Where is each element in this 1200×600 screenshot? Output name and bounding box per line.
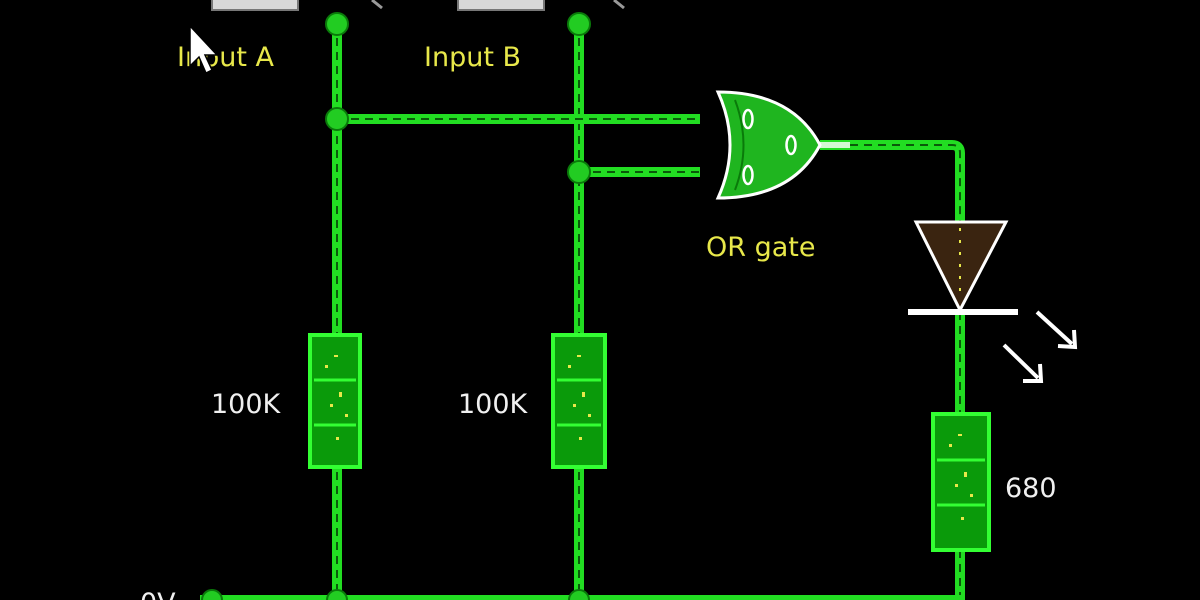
label-input-b: Input B (424, 42, 521, 73)
node-ground-left (201, 589, 223, 600)
resistor-a[interactable] (308, 333, 362, 469)
node-a-junction (325, 107, 349, 131)
wire-gate-to-led (820, 140, 965, 222)
label-resistor-b: 100K (458, 389, 529, 420)
input-b-switch[interactable] (457, 0, 545, 11)
mouse-cursor-icon (189, 24, 219, 75)
node-b-junction (567, 160, 591, 184)
gate-output-state: 0 (785, 134, 797, 156)
gate-input-a-state: 0 (742, 108, 754, 130)
node-ground-a (326, 589, 348, 600)
led-diode[interactable] (908, 220, 1018, 315)
node-input-a-top (325, 12, 349, 36)
resistor-b[interactable] (551, 333, 607, 469)
or-gate[interactable] (715, 90, 822, 200)
label-resistor-a: 100K (211, 389, 282, 420)
gate-input-b-state: 0 (742, 164, 754, 186)
label-ground: 0V (140, 588, 176, 600)
node-ground-b (568, 589, 590, 600)
node-input-b-top (567, 12, 591, 36)
switch-contact-b (613, 0, 625, 10)
led-light-arrows-icon (1002, 310, 1078, 383)
label-resistor-led: 680 (1005, 473, 1057, 504)
input-a-switch[interactable] (211, 0, 299, 11)
resistor-led[interactable] (931, 412, 991, 552)
switch-contact-a (371, 0, 383, 10)
label-or-gate: OR gate (706, 232, 815, 263)
